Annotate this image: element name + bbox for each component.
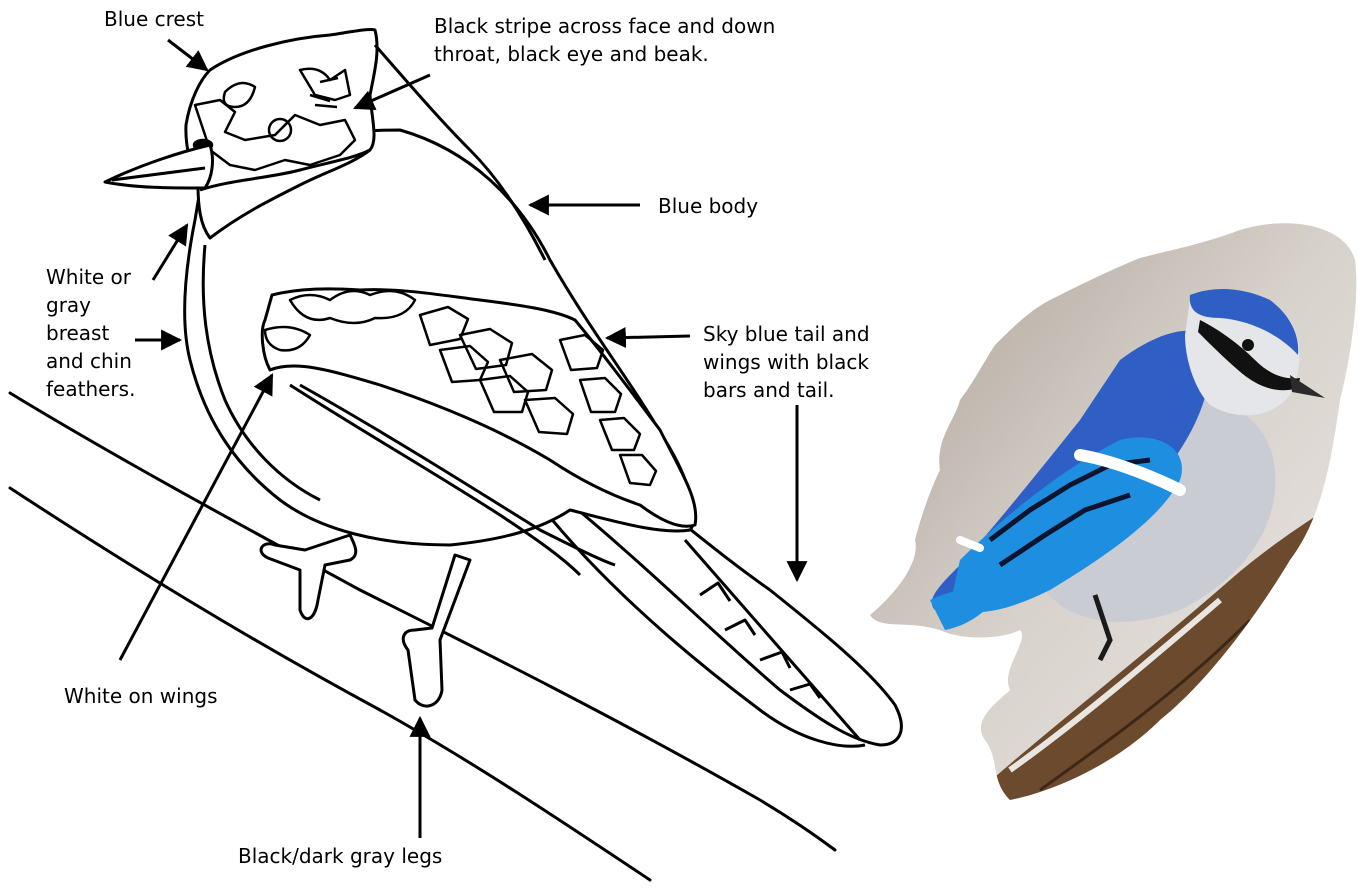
- label-face-stripe: Black stripe across face and down throat…: [434, 12, 775, 68]
- arrow-tail-left: [607, 336, 690, 338]
- legs-outline: [261, 535, 470, 706]
- arrow-white-wings: [120, 375, 272, 660]
- arrow-crest: [168, 40, 207, 70]
- label-blue-body: Blue body: [658, 192, 758, 220]
- beak-outline: [105, 145, 212, 188]
- label-legs: Black/dark gray legs: [238, 842, 442, 870]
- label-tail-wings: Sky blue tail and wings with black bars …: [703, 320, 870, 404]
- label-white-wings: White on wings: [64, 682, 218, 710]
- blue-jay-photo: [860, 210, 1359, 830]
- label-breast: White or gray breast and chin feathers.: [46, 263, 135, 403]
- arrow-breast-upper: [153, 225, 187, 280]
- label-blue-crest: Blue crest: [104, 5, 204, 33]
